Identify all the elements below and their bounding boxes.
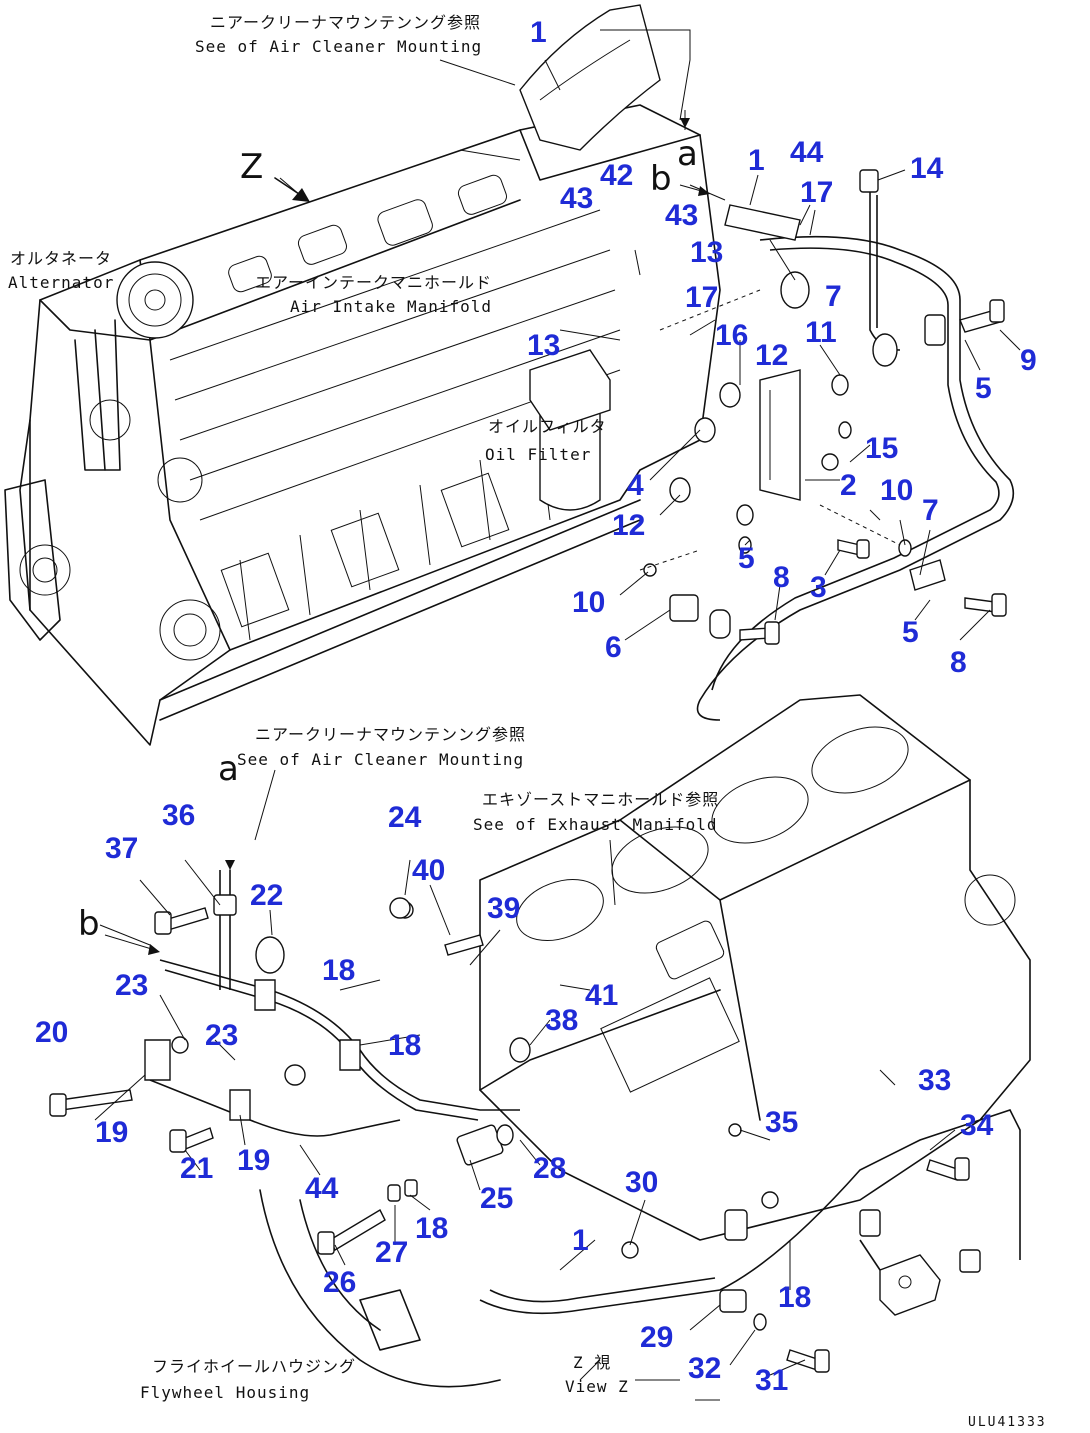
callout-number: 5 <box>738 542 755 575</box>
callout-number: 7 <box>922 494 939 527</box>
air-cleaner-duct <box>519 4 691 151</box>
callout-number: 18 <box>388 1029 421 1062</box>
alternator-en-label: Alternator <box>8 273 114 292</box>
callout-number: 6 <box>605 631 622 664</box>
callout-number: 39 <box>487 892 520 925</box>
oil-filter <box>529 349 611 511</box>
callout-number: 8 <box>773 561 790 594</box>
callout-number: 13 <box>527 329 560 362</box>
upper-engine-block <box>4 104 721 746</box>
view-en-label: View Z <box>565 1377 629 1396</box>
document-id: ULU41333 <box>968 1415 1047 1430</box>
oil-filter-en-label: Oil Filter <box>485 445 591 464</box>
cylinder-head-details <box>169 174 621 521</box>
callout-number: 5 <box>975 372 992 405</box>
callout-number: 25 <box>480 1182 513 1215</box>
callout-number: 5 <box>902 616 919 649</box>
callout-number: 44 <box>305 1172 339 1205</box>
callout-number: 26 <box>323 1266 356 1299</box>
callout-number: 43 <box>560 182 593 215</box>
callout-number: 7 <box>825 280 842 313</box>
view-direction-letter: Z <box>240 147 263 187</box>
part-callouts: 1 44 1 17 14 42 43 43 13 17 7 9 13 16 12… <box>35 16 1037 1397</box>
callout-number: 8 <box>950 646 967 679</box>
callout-number: 27 <box>375 1236 408 1269</box>
callout-number: 15 <box>865 432 898 465</box>
flywheel-jp-label: フライホイールハウジング <box>152 1357 356 1376</box>
callout-number: 32 <box>688 1352 721 1385</box>
callout-number: 29 <box>640 1321 673 1354</box>
callout-number: 23 <box>205 1019 238 1052</box>
callout-number: 16 <box>715 319 748 352</box>
callout-number: 40 <box>412 854 445 887</box>
callout-number: 37 <box>105 832 138 865</box>
callout-number: 18 <box>415 1212 448 1245</box>
callout-number: 36 <box>162 799 195 832</box>
callout-number: 1 <box>572 1224 589 1257</box>
callout-number: 19 <box>237 1144 270 1177</box>
callout-number: 18 <box>778 1281 811 1314</box>
callout-number: 28 <box>533 1152 566 1185</box>
connection-letter-b-top: b <box>650 159 672 199</box>
callout-number: 14 <box>910 152 944 185</box>
callout-number: 2 <box>840 469 857 502</box>
callout-number: 22 <box>250 879 283 912</box>
callout-number: 42 <box>600 159 633 192</box>
callout-number: 34 <box>960 1109 994 1142</box>
callout-number: 4 <box>627 469 644 502</box>
alternator-jp-label: オルタネータ <box>10 249 112 268</box>
callout-number: 3 <box>810 571 827 604</box>
callout-number: 1 <box>748 144 765 177</box>
view-jp-label: Z 視 <box>573 1353 611 1372</box>
lower-pipe-assembly <box>49 870 1021 1373</box>
air-cleaner-mid-jp-label: ニアークリーナマウンテンング参照 <box>255 725 526 744</box>
callout-number: 17 <box>800 176 833 209</box>
exhaust-jp-label: エキゾーストマニホールド参照 <box>482 790 719 809</box>
callout-number: 9 <box>1020 344 1037 377</box>
callout-number: 12 <box>755 339 788 372</box>
air-cleaner-top-jp-label: ニアークリーナマウンテンング参照 <box>210 13 481 32</box>
callout-number: 35 <box>765 1106 798 1139</box>
callout-number: 33 <box>918 1064 951 1097</box>
air-intake-en-label: Air Intake Manifold <box>290 297 492 316</box>
flywheel-en-label: Flywheel Housing <box>140 1383 310 1402</box>
callout-number: 41 <box>585 979 618 1012</box>
callout-number: 10 <box>880 474 913 507</box>
connection-letter-b-mid: b <box>78 904 100 944</box>
callout-number: 43 <box>665 199 698 232</box>
callout-number: 11 <box>805 316 837 349</box>
air-intake-jp-label: エアーインテークマニホールド <box>255 273 492 292</box>
connection-letter-a-mid: a <box>218 749 239 789</box>
callout-number: 31 <box>755 1364 788 1397</box>
upper-pipe-assembly <box>639 169 1015 721</box>
callout-number: 21 <box>180 1152 213 1185</box>
callout-number: 18 <box>322 954 355 987</box>
block-ribs <box>220 439 551 641</box>
callout-number: 44 <box>790 136 824 169</box>
alternator <box>74 261 194 471</box>
exhaust-en-label: See of Exhaust Manifold <box>473 815 718 834</box>
callout-number: 20 <box>35 1016 68 1049</box>
callout-number: 23 <box>115 969 148 1002</box>
air-cleaner-top-en-label: See of Air Cleaner Mounting <box>195 37 482 56</box>
callout-number: 1 <box>530 16 547 49</box>
callout-number: 13 <box>690 236 723 269</box>
callout-number: 30 <box>625 1166 658 1199</box>
callout-number: 12 <box>612 509 645 542</box>
connection-letter-a-top: a <box>677 134 698 174</box>
callout-number: 17 <box>685 281 718 314</box>
callout-number: 38 <box>545 1004 578 1037</box>
callout-number: 19 <box>95 1116 128 1149</box>
reference-labels: ニアークリーナマウンテンング参照 See of Air Cleaner Moun… <box>8 13 1047 1430</box>
oil-filter-jp-label: オイルフィルタ <box>488 417 607 436</box>
air-cleaner-mid-en-label: See of Air Cleaner Mounting <box>237 750 524 769</box>
callout-number: 24 <box>388 801 422 834</box>
leader-lines <box>94 59 1021 1401</box>
callout-number: 10 <box>572 586 605 619</box>
